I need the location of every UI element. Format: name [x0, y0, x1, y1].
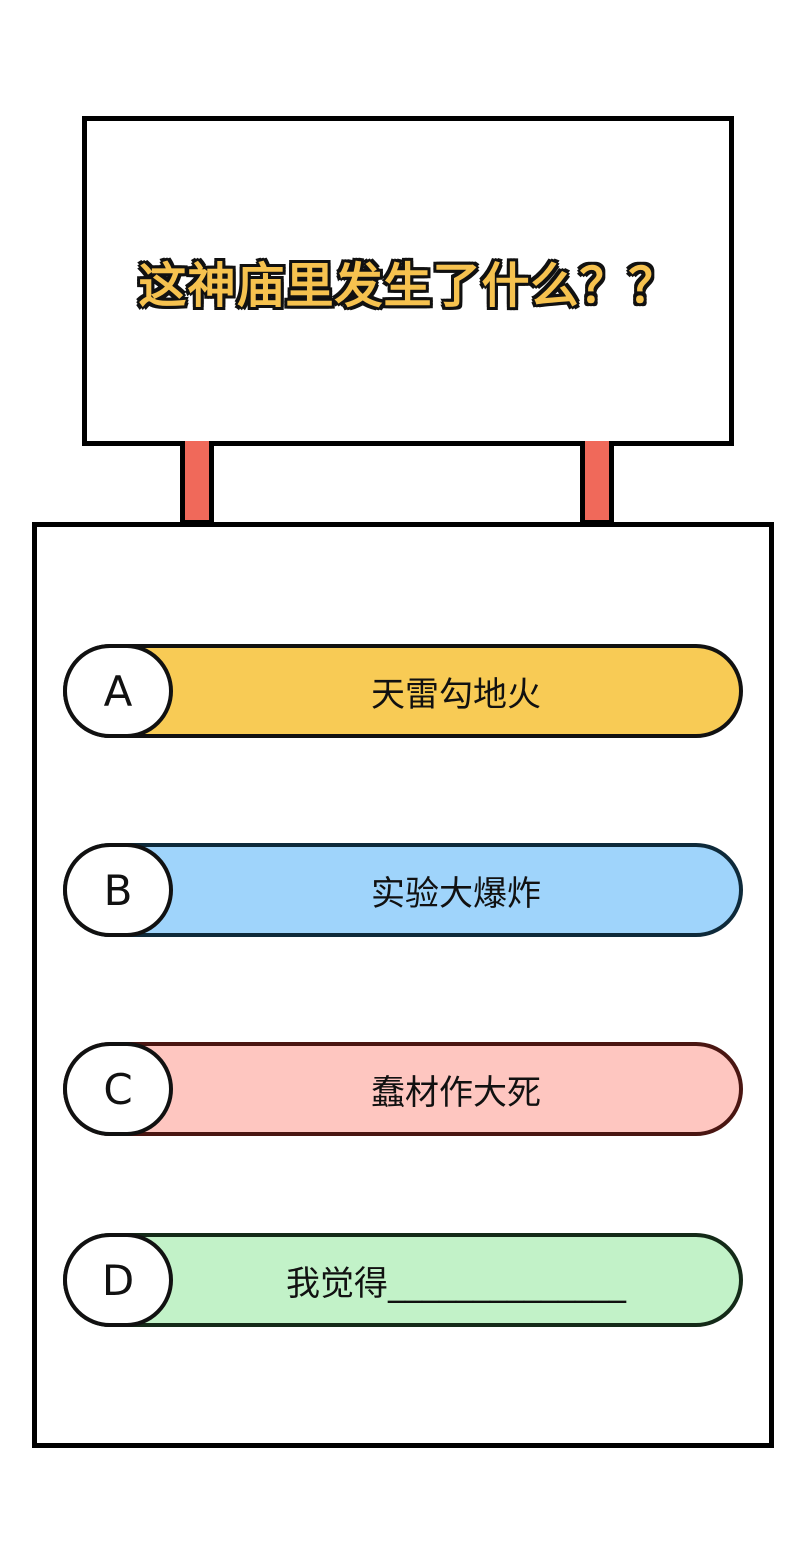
option-b-text: 实验大爆炸	[371, 873, 541, 914]
option-b[interactable]: B 实验大爆炸	[63, 843, 743, 937]
question-title: 这神庙里发生了什么？？	[137, 257, 678, 315]
sign-post-right	[580, 441, 614, 525]
option-b-letter: B	[63, 843, 173, 937]
option-d-text: 我觉得______________	[286, 1263, 626, 1304]
option-c[interactable]: C 蠢材作大死	[63, 1042, 743, 1136]
option-a[interactable]: A 天雷勾地火	[63, 644, 743, 738]
option-d[interactable]: D 我觉得______________	[63, 1233, 743, 1327]
sign-post-left	[180, 441, 214, 525]
option-d-letter: D	[63, 1233, 173, 1327]
option-c-text: 蠢材作大死	[371, 1072, 541, 1113]
option-a-text: 天雷勾地火	[371, 674, 541, 715]
option-c-letter: C	[63, 1042, 173, 1136]
option-a-letter: A	[63, 644, 173, 738]
question-sign-board: 这神庙里发生了什么？？	[82, 116, 734, 446]
